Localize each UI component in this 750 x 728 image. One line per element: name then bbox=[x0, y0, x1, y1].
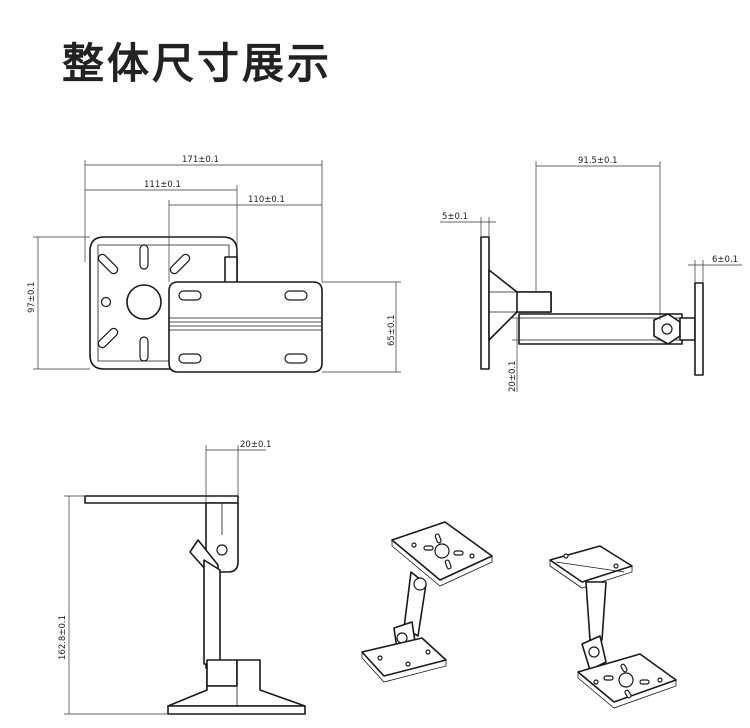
side-view: 91.5±0.1 5±0.1 6±0.1 20±0.1 bbox=[440, 156, 742, 392]
dim-height: 97±0.1 bbox=[27, 282, 37, 313]
bottom-plate bbox=[167, 705, 306, 715]
dim-overall-height: 162.8±0.1 bbox=[58, 615, 68, 660]
isometric-view-1 bbox=[361, 521, 493, 683]
dim-reach: 91.5±0.1 bbox=[578, 156, 618, 166]
arm bbox=[518, 313, 683, 345]
dim-plate-thickness-left: 5±0.1 bbox=[442, 212, 468, 222]
left-plate bbox=[480, 236, 490, 370]
top-plate bbox=[84, 495, 239, 504]
center-hole bbox=[126, 284, 162, 320]
front-view: 171±0.1 111±0.1 110±0.1 97±0.1 65±0.1 bbox=[27, 155, 401, 373]
dim-arm-width: 20±0.1 bbox=[240, 440, 271, 450]
right-plate bbox=[694, 282, 704, 376]
rectangular-mounting-plate bbox=[168, 281, 323, 373]
isometric-view-2 bbox=[549, 545, 677, 709]
page-title: 整体尺寸展示 bbox=[62, 39, 333, 88]
dim-total-width: 171±0.1 bbox=[182, 155, 219, 165]
elevation-view: 20±0.1 162.8±0.1 bbox=[58, 440, 306, 715]
dim-plate-height: 65±0.1 bbox=[387, 315, 397, 346]
dim-offset: 20±0.1 bbox=[508, 361, 518, 392]
dim-inner-width-1: 111±0.1 bbox=[144, 180, 181, 190]
dim-inner-width-2: 110±0.1 bbox=[248, 195, 285, 205]
dim-plate-thickness-right: 6±0.1 bbox=[712, 255, 738, 265]
